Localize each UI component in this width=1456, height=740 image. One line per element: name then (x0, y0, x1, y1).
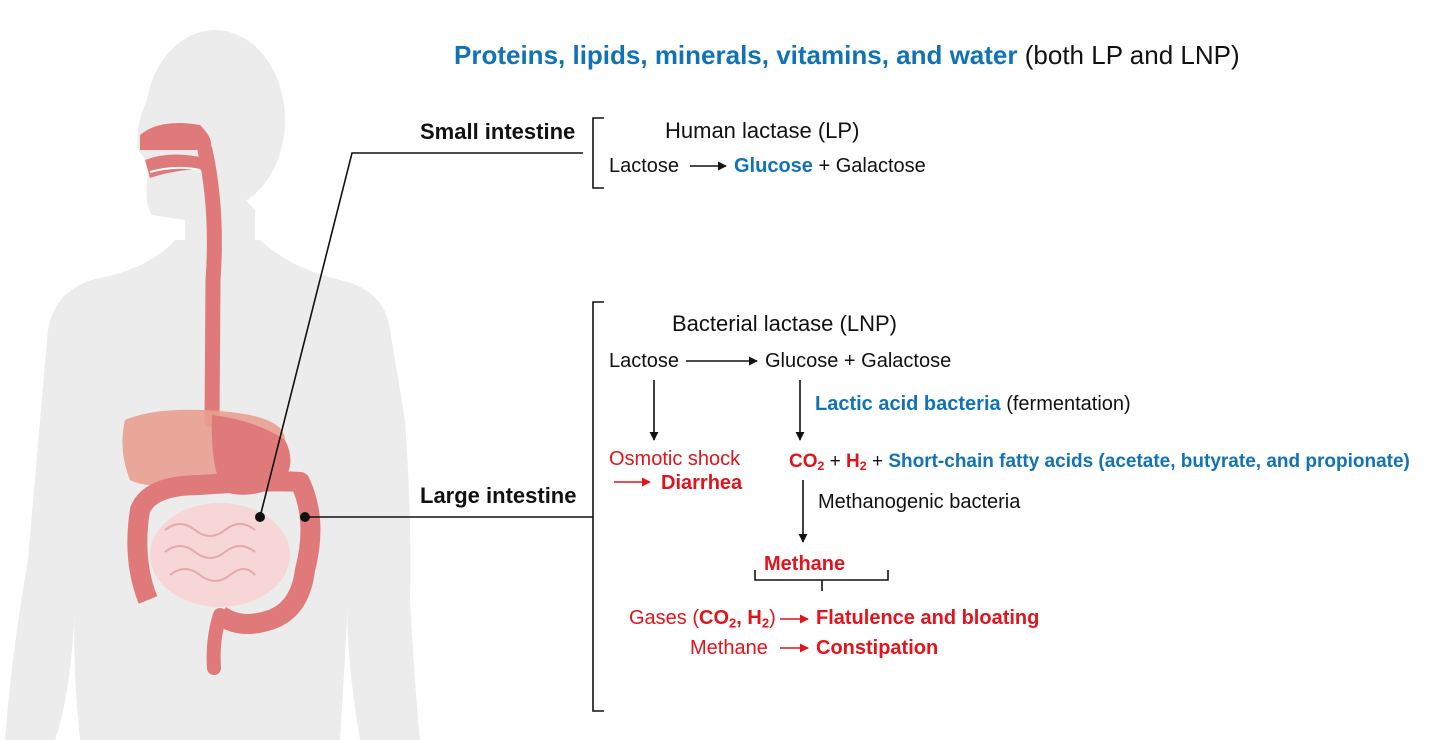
methane-effect-label: Methane (690, 637, 768, 659)
fermentation-line: Lactic acid bacteria (fermentation) (815, 394, 1131, 414)
fermentation-products: CO2 + H2 + Short-chain fatty acids (acet… (789, 451, 1410, 474)
lp-lactose: Lactose (609, 155, 680, 177)
diarrhea: Diarrhea (661, 472, 743, 494)
lp-plus: + (818, 155, 831, 177)
lp-products: Glucose + Galactose (734, 156, 926, 176)
methane-bracket (754, 570, 889, 591)
lp-galactose: Galactose (835, 155, 926, 177)
large-intestine-organ (127, 471, 321, 634)
plus-2: + (871, 451, 884, 472)
flatulence-label: Flatulence and bloating (816, 607, 1040, 629)
fermentation-label: (fermentation) (1006, 393, 1131, 415)
h2-product: H2 (846, 451, 867, 474)
bacterial-lactase-label: Bacterial lactase (LNP) (672, 311, 897, 336)
pointer-lines (259, 152, 593, 518)
co2-product: CO2 (789, 451, 825, 474)
small-intestine-label: Small intestine (420, 119, 576, 144)
constipation-label: Constipation (816, 637, 939, 659)
small-intestine-bracket (592, 117, 604, 189)
rectum (206, 608, 227, 675)
header-title: Proteins, lipids, minerals, vitamins, an… (454, 42, 1240, 68)
large-intestine-bracket (592, 301, 604, 712)
lnp-lactose: Lactose (609, 350, 680, 372)
human-lactase-label: Human lactase (LP) (665, 118, 860, 143)
methane-label: Methane (764, 553, 846, 575)
small-intestine-pointer-dot (255, 512, 265, 522)
lactic-acid-bacteria: Lactic acid bacteria (815, 393, 1001, 415)
header-nutrients: Proteins, lipids, minerals, vitamins, an… (454, 40, 1018, 70)
osmotic-shock: Osmotic shock (609, 448, 741, 470)
plus-1: + (829, 451, 841, 472)
esophagus (197, 142, 222, 428)
lnp-products: Glucose + Galactose (765, 350, 952, 372)
lp-glucose: Glucose (734, 155, 813, 177)
methanogenic-bacteria: Methanogenic bacteria (818, 491, 1021, 513)
mouth-nasal-cavity (140, 122, 212, 178)
short-chain-fatty-acids: Short-chain fatty acids (acetate, butyra… (888, 451, 1410, 472)
small-intestine-organ (150, 503, 290, 607)
large-intestine-pointer-dot (300, 512, 310, 522)
header-note: (both LP and LNP) (1024, 40, 1240, 70)
large-intestine-label: Large intestine (420, 483, 577, 508)
gases-label: Gases (CO2, H2) (629, 607, 776, 631)
